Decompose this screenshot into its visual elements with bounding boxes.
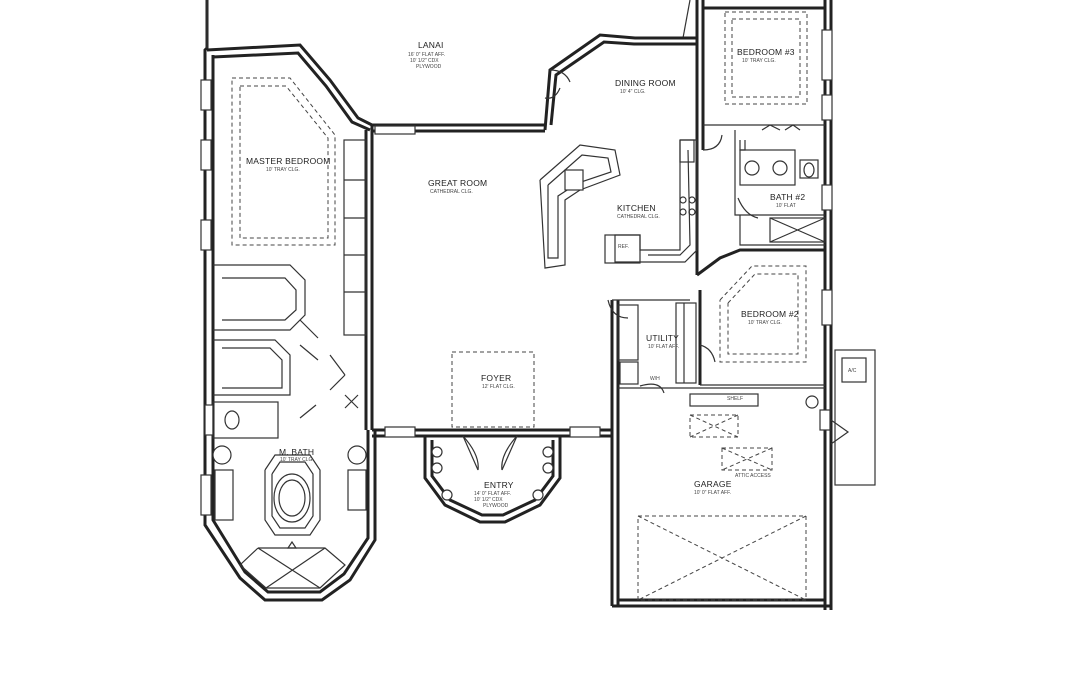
utility-label: UTILITY bbox=[646, 333, 679, 343]
sink-icon-bath2 bbox=[744, 160, 760, 176]
dining-room-label: DINING ROOM bbox=[615, 78, 676, 88]
master-bedroom-label: MASTER BEDROOM bbox=[246, 156, 331, 166]
room-entry: ENTRY 14' 0" FLAT AFF. 10' 1/2" CDX PLYW… bbox=[423, 435, 562, 524]
dining-room-spec: 10' 4" CLG. bbox=[620, 89, 646, 95]
bedroom-3-label: BEDROOM #3 bbox=[737, 47, 795, 57]
lanai-label: LANAI bbox=[418, 40, 444, 50]
attic-access-label: ATTIC ACCESS bbox=[735, 473, 771, 479]
foyer-spec: 12' FLAT CLG. bbox=[482, 384, 515, 390]
kitchen-label: KITCHEN bbox=[617, 203, 656, 213]
lanai-spec2: 10' 1/2" CDX bbox=[410, 58, 439, 64]
master-bath-spec: 10' TRAY CLG. bbox=[280, 457, 314, 463]
bath-2-spec: 10' FLAT bbox=[776, 203, 796, 209]
room-garage: ATTIC ACCESS GARAGE 10' 0" FLAT AFF. SHE… bbox=[637, 393, 819, 601]
sink-icon-bath2-b bbox=[772, 160, 788, 176]
master-bedroom-spec: 10' TRAY CLG. bbox=[266, 167, 300, 173]
column-icon bbox=[542, 446, 554, 458]
shelf-label: SHELF bbox=[727, 396, 743, 402]
kitchen-spec: CATHEDRAL CLG. bbox=[617, 214, 660, 220]
ac-label: A/C bbox=[848, 368, 857, 374]
toilet-icon-bath2 bbox=[803, 162, 815, 178]
column-icon bbox=[431, 446, 443, 458]
door-swings bbox=[299, 134, 759, 419]
room-kitchen: REF. KITCHEN CATHEDRAL CLG. bbox=[539, 139, 698, 269]
bedroom-3-spec: 10' TRAY CLG. bbox=[742, 58, 776, 64]
column-icon bbox=[542, 462, 554, 474]
lanai-spec3: PLYWOOD bbox=[416, 64, 442, 70]
column-icon bbox=[532, 489, 544, 501]
great-room-spec: CATHEDRAL CLG. bbox=[430, 189, 473, 195]
entry-label: ENTRY bbox=[484, 480, 514, 490]
foyer-label: FOYER bbox=[481, 373, 511, 383]
sink-icon bbox=[212, 445, 232, 465]
room-master-bath: M. BATH 10' TRAY CLG. bbox=[212, 401, 367, 589]
room-bedroom-2: BEDROOM #2 10' TRAY CLG. bbox=[699, 265, 807, 363]
sink-icon-2 bbox=[347, 445, 367, 465]
column-icon bbox=[441, 489, 453, 501]
garage-spec: 10' 0" FLAT AFF. bbox=[694, 490, 731, 496]
room-great-room: GREAT ROOM CATHEDRAL CLG. bbox=[428, 178, 487, 195]
toilet-icon bbox=[224, 410, 240, 430]
room-foyer: FOYER 12' FLAT CLG. bbox=[451, 351, 535, 428]
water-heater-label: W/H bbox=[650, 376, 660, 382]
lanai-spec1: 16' 0" FLAT AFF. bbox=[408, 52, 445, 58]
room-dining: DINING ROOM 10' 4" CLG. bbox=[544, 69, 676, 99]
great-room-label: GREAT ROOM bbox=[428, 178, 487, 188]
room-utility: UTILITY 10' FLAT AFF. W/H bbox=[617, 302, 697, 385]
bedroom-2-spec: 10' TRAY CLG. bbox=[748, 320, 782, 326]
windows bbox=[200, 29, 833, 516]
utility-spec: 10' FLAT AFF. bbox=[648, 344, 679, 350]
room-master-bedroom: MASTER BEDROOM 10' TRAY CLG. bbox=[231, 77, 367, 336]
entry-spec3: PLYWOOD bbox=[483, 503, 509, 509]
entry-spec2: 10' 1/2" CDX bbox=[474, 497, 503, 503]
room-bath-2: BATH #2 10' FLAT bbox=[739, 124, 826, 243]
bath-2-label: BATH #2 bbox=[770, 192, 805, 202]
room-bedroom-3: BEDROOM #3 10' TRAY CLG. bbox=[724, 11, 808, 105]
master-bath-label: M. BATH bbox=[279, 447, 314, 457]
bedroom-2-label: BEDROOM #2 bbox=[741, 309, 799, 319]
ac-unit: A/C bbox=[830, 349, 876, 486]
column-icon bbox=[431, 462, 443, 474]
room-lanai: LANAI 16' 0" FLAT AFF. 10' 1/2" CDX PLYW… bbox=[408, 40, 445, 70]
entry-spec1: 14' 0" FLAT AFF. bbox=[474, 491, 511, 497]
garage-label: GARAGE bbox=[694, 479, 732, 489]
room-closets bbox=[213, 264, 346, 396]
refrigerator-label: REF. bbox=[618, 244, 629, 250]
